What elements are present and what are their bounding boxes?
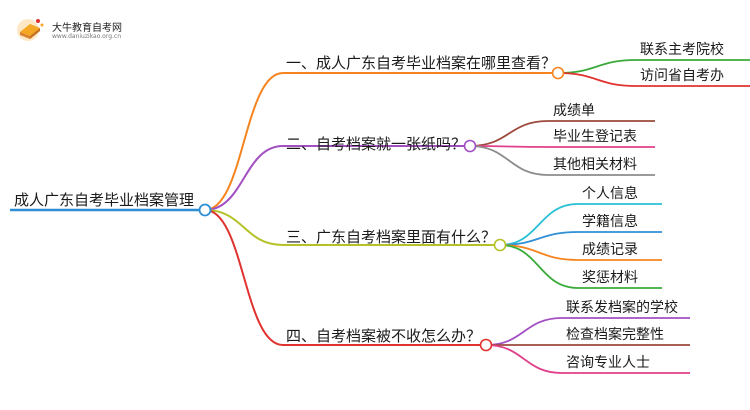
leaf-4-2-label: 检查档案完整性 bbox=[566, 327, 664, 343]
branch-1-node-dot bbox=[551, 66, 565, 80]
leaf-2-3-label: 其他相关材料 bbox=[553, 157, 637, 173]
leaf-3-1-connector bbox=[499, 203, 579, 246]
branch-2-node-dot bbox=[463, 139, 477, 153]
leaf-3-4-connector bbox=[499, 244, 579, 289]
leaf-3-4-label: 奖惩材料 bbox=[582, 270, 638, 286]
branch-2-connector bbox=[204, 145, 284, 211]
leaf-2-2-label: 毕业生登记表 bbox=[553, 129, 637, 145]
leaf-2-1-connector bbox=[469, 120, 549, 147]
leaf-4-1-connector bbox=[485, 317, 563, 346]
leaf-2-1-label: 成绩单 bbox=[553, 103, 595, 119]
root-node-dot bbox=[198, 203, 212, 217]
leaf-3-3-label: 成绩记录 bbox=[582, 242, 638, 258]
leaf-1-2-label: 访问省自考办 bbox=[640, 68, 724, 84]
leaf-4-3-connector bbox=[485, 344, 563, 374]
logo-title: 大牛教育自考网 bbox=[52, 23, 122, 34]
leaf-1-1-connector bbox=[557, 59, 637, 74]
branch-3-connector bbox=[204, 209, 284, 246]
branch-2-label: 二、自考档案就一张纸吗？ bbox=[286, 135, 467, 153]
leaf-2-3-connector bbox=[469, 145, 549, 176]
leaf-3-2-label: 学籍信息 bbox=[582, 214, 638, 230]
branch-3-label: 三、广东自考档案里面有什么？ bbox=[286, 228, 497, 246]
branch-4-label: 四、自考档案被不收怎么办？ bbox=[286, 327, 482, 345]
root-node-label: 成人广东自考毕业档案管理 bbox=[14, 191, 195, 209]
branch-3-node-dot bbox=[493, 238, 507, 252]
leaf-1-1-label: 联系主考院校 bbox=[640, 42, 724, 58]
leaf-4-1-label: 联系发档案的学校 bbox=[566, 300, 678, 316]
leaf-1-2-connector bbox=[557, 72, 637, 87]
branch-1-label: 一、成人广东自考毕业档案在哪里查看？ bbox=[286, 54, 557, 72]
leaf-4-3-label: 咨询专业人士 bbox=[566, 355, 650, 371]
logo-url: www.daniuzikao.org.cn bbox=[52, 33, 122, 40]
branch-4-connector bbox=[204, 209, 284, 346]
leaf-3-1-label: 个人信息 bbox=[582, 186, 638, 202]
book-icon bbox=[17, 19, 44, 41]
site-logo[interactable]: 大牛教育自考网 www.daniuzikao.org.cn bbox=[14, 14, 126, 44]
branch-1-connector bbox=[204, 72, 284, 211]
branch-4-node-dot bbox=[479, 338, 493, 352]
